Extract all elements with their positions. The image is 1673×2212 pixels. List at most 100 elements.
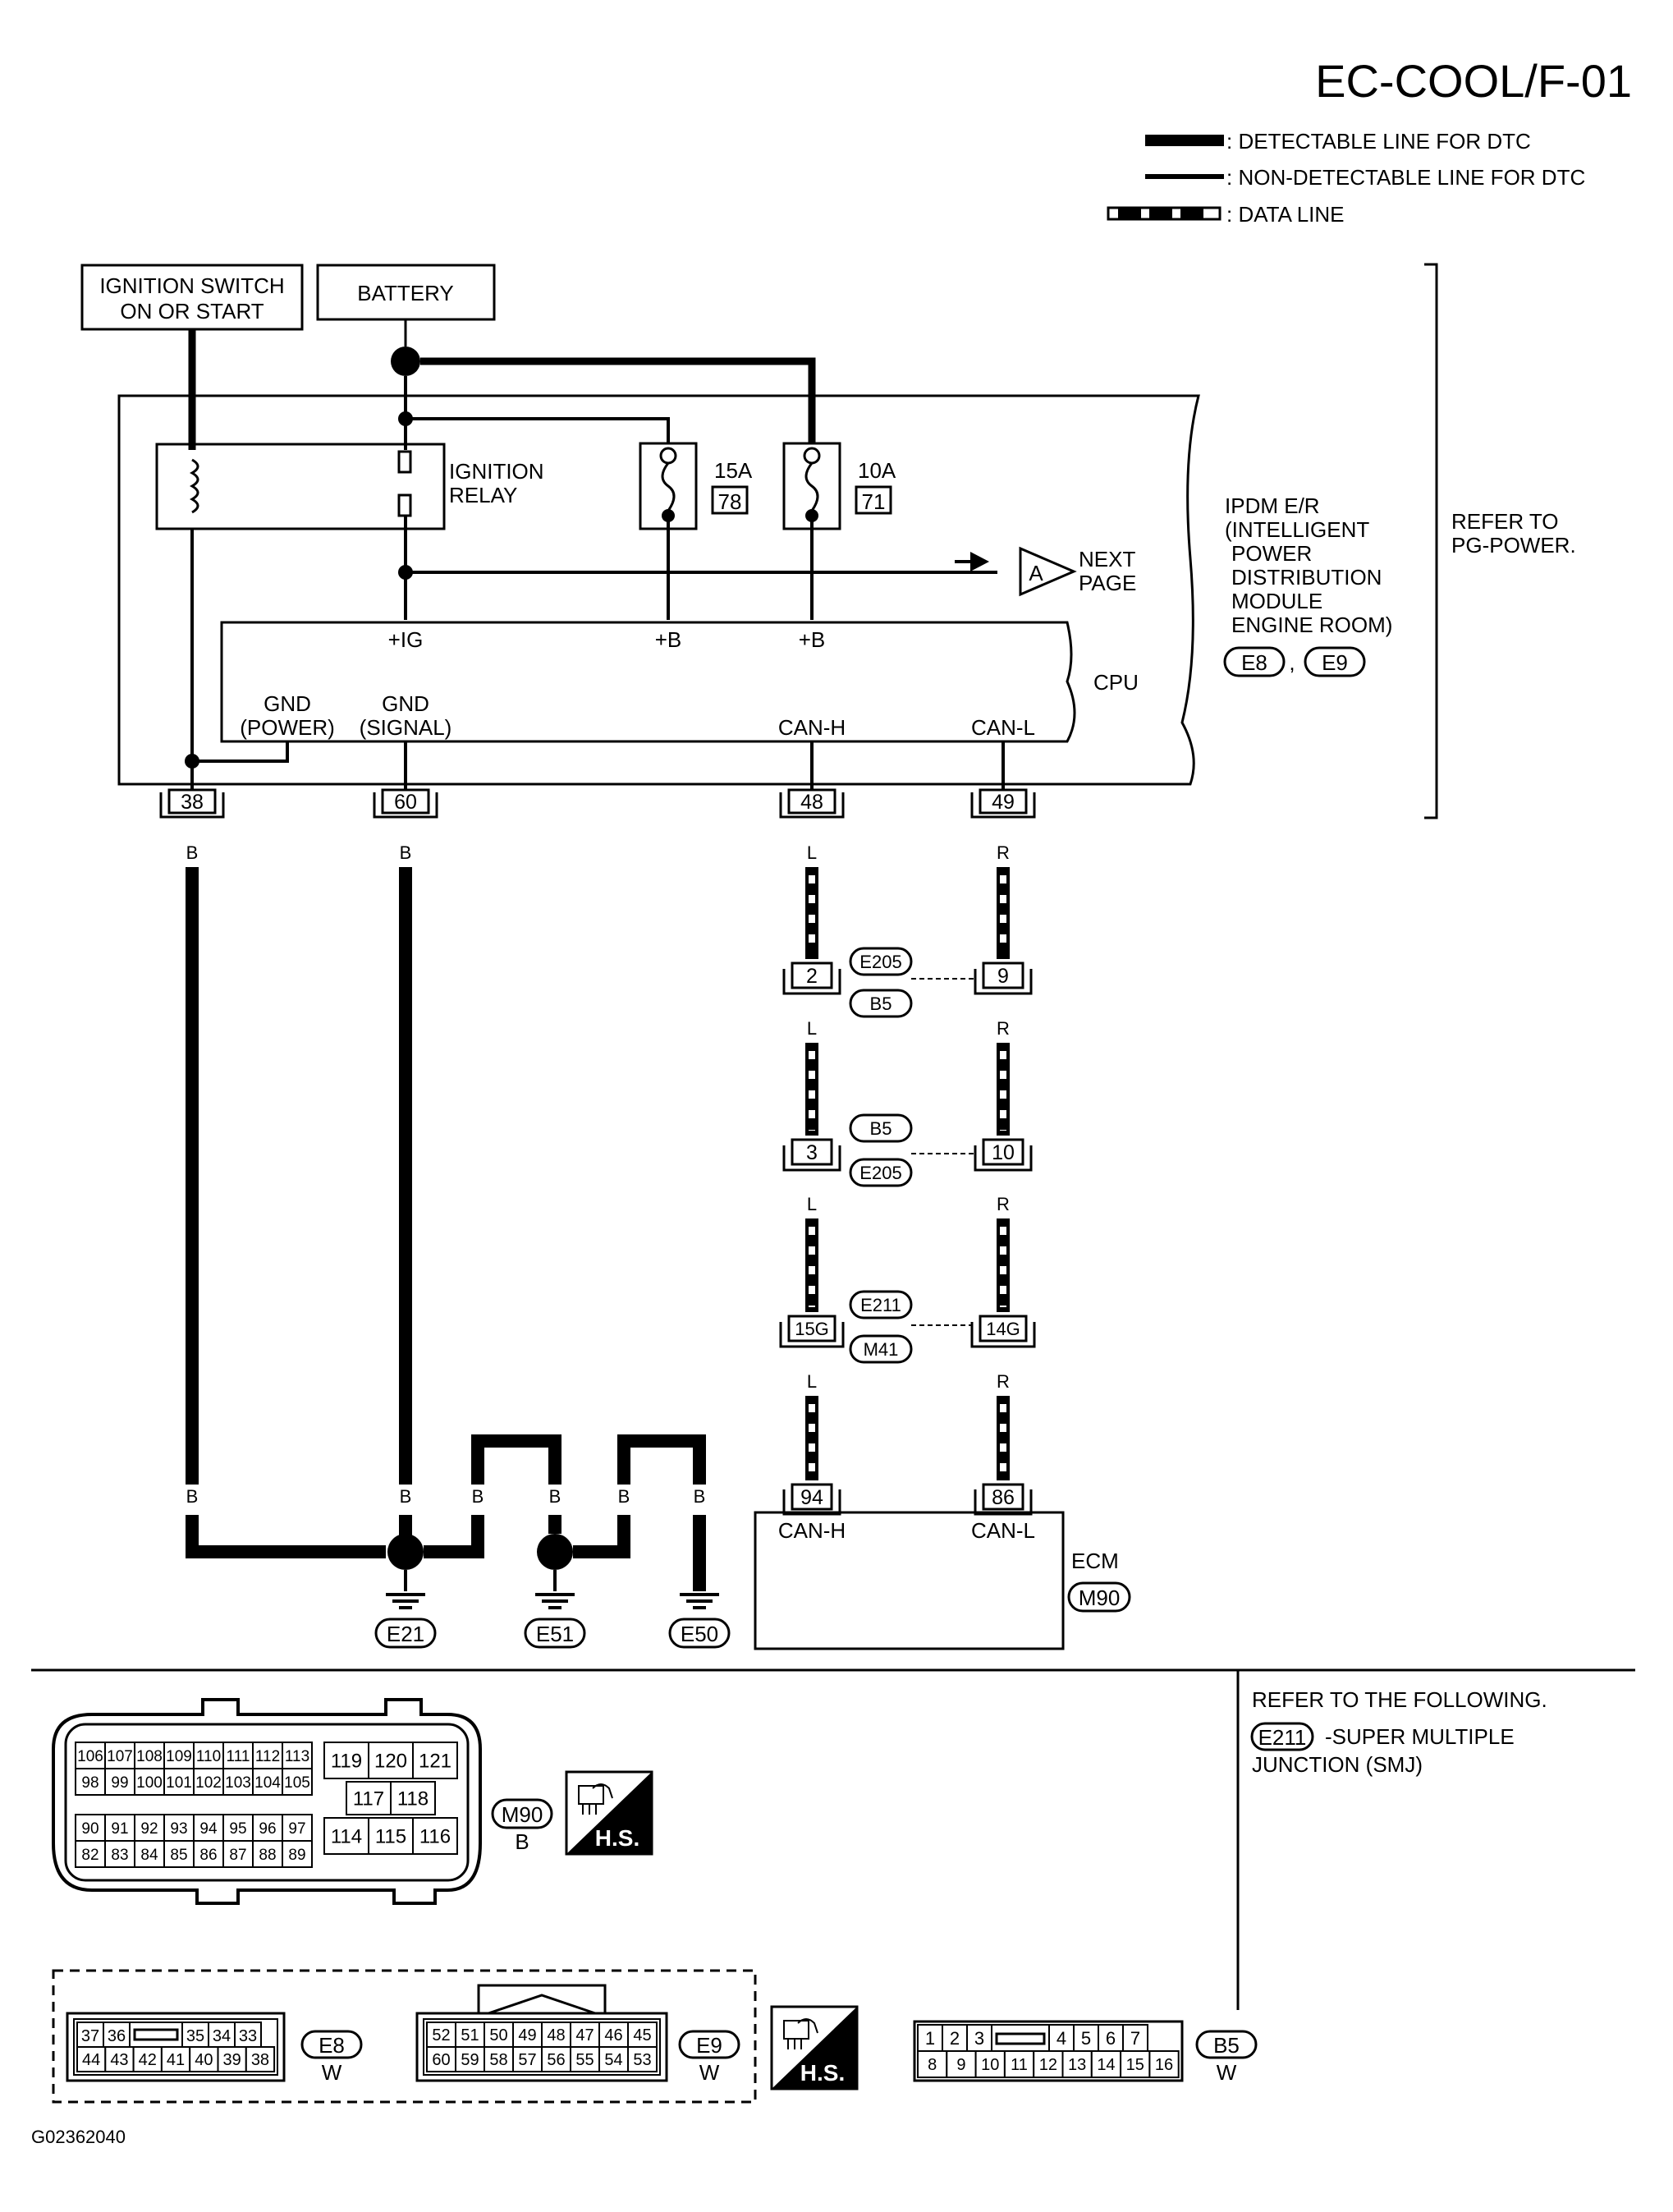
e8-pin-label: 40 [195, 2051, 213, 2069]
e8-pin-label: 35 [186, 2027, 204, 2045]
wire-color-48: L [807, 842, 817, 863]
ipdm-connector-e9: E9 [1322, 650, 1348, 675]
e8-pin [129, 2022, 183, 2048]
ipdm-pin-60-label: 60 [394, 791, 417, 814]
m90-pin-label: 91 [111, 1820, 128, 1838]
cpu-gnd-signal-1: GND [382, 691, 429, 716]
ignition-relay-label-1: IGNITION [449, 459, 544, 484]
e9-pin-label: 47 [575, 2026, 594, 2044]
m90-pin: 104 [252, 1768, 283, 1796]
b5-pin-label: 8 [928, 2056, 937, 2074]
e9-pin: 54 [598, 2046, 629, 2072]
b5-pin-label: 7 [1130, 2028, 1140, 2049]
wire-color-49: R [997, 842, 1010, 863]
b5-pin-label: 5 [1081, 2028, 1091, 2049]
e8-pin: 35 [181, 2022, 209, 2048]
m90-pin: 89 [282, 1840, 313, 1868]
e8-color: W [322, 2060, 342, 2085]
m90-pin-label: 120 [374, 1751, 407, 1773]
e8-pin-label: 39 [223, 2051, 241, 2069]
m90-pin: 84 [134, 1840, 165, 1868]
e8-pin-label: 36 [108, 2027, 126, 2045]
m90-pin: 99 [104, 1768, 135, 1796]
ipdm-name-1: (INTELLIGENT [1225, 517, 1369, 542]
ipdm-connector-separator: , [1289, 650, 1295, 675]
ecm-pin-94: 94 [782, 1483, 841, 1516]
junction-2-left-pin: 3 [806, 1141, 818, 1164]
b5-pin: 1 [917, 2024, 943, 2052]
ipdm-bracket [1424, 263, 1438, 819]
b5-pin: 14 [1090, 2050, 1122, 2078]
ipdm-name-block: IPDM E/R (INTELLIGENT POWER DISTRIBUTION… [1223, 493, 1392, 677]
e9-pin: 48 [541, 2022, 571, 2048]
b5-pin: 9 [946, 2050, 977, 2078]
b5-pin-label: 9 [956, 2056, 965, 2074]
b5-pin: 15 [1120, 2050, 1151, 2078]
figure-id: G02362040 [31, 2127, 126, 2147]
e9-pin: 57 [512, 2046, 543, 2072]
m90-pin: 87 [222, 1840, 254, 1868]
m90-pin: 111 [222, 1742, 254, 1769]
b5-pin: 12 [1033, 2050, 1064, 2078]
ipdm-pin-38: 38 [159, 788, 225, 819]
m90-pin: 96 [252, 1814, 283, 1842]
m90-pin-label: 95 [229, 1820, 246, 1838]
m90-pin-label: 113 [285, 1748, 309, 1765]
m90-pin: 91 [104, 1814, 135, 1842]
b5-pin-label: 1 [925, 2028, 935, 2049]
junction-1-left-pin: 2 [806, 965, 818, 988]
b5-pin-label: 15 [1126, 2056, 1144, 2074]
cpu-b1-label: +B [655, 627, 682, 652]
m90-pin-label: 101 [166, 1774, 192, 1792]
ecm-can-l-label: CAN-L [971, 1518, 1035, 1543]
ignition-switch-box [80, 264, 304, 331]
m90-pin: 120 [368, 1742, 414, 1779]
e8-pin-label: 41 [167, 2051, 185, 2069]
m90-pin: 94 [193, 1814, 224, 1842]
wire-color-l-2: L [807, 1018, 817, 1039]
refer-following-line3: JUNCTION (SMJ) [1252, 1752, 1423, 1777]
m90-pin: 121 [412, 1742, 458, 1779]
b5-pin-label: 13 [1068, 2056, 1086, 2074]
m90-pin-label: 96 [259, 1820, 276, 1838]
e8-pin: 44 [76, 2046, 107, 2072]
battery-box [316, 264, 496, 321]
m90-pin-label: 92 [140, 1820, 158, 1838]
ecm-pin-86-label: 86 [992, 1486, 1015, 1509]
e8-pin: 37 [76, 2022, 104, 2048]
m90-pin-label: 109 [166, 1748, 192, 1765]
hs-label-2: H.S. [800, 2060, 845, 2086]
junction-1-right-pin: 9 [997, 965, 1009, 988]
m90-pin-label: 94 [199, 1820, 218, 1838]
e9-pin: 58 [484, 2046, 514, 2072]
fuse-71-icon [804, 462, 819, 512]
e9-pin: 52 [426, 2022, 456, 2048]
e9-pin: 50 [484, 2022, 514, 2048]
m90-pin-label: 98 [81, 1774, 99, 1792]
ground-symbol-e51: E51 [524, 1570, 586, 1649]
b5-pin: 3 [966, 2024, 992, 2052]
junction-3: 15G 14G E211 M41 [779, 1290, 1036, 1364]
e9-pin-label: 60 [432, 2051, 450, 2069]
m90-pin-label: 114 [331, 1826, 362, 1848]
battery-label: BATTERY [357, 281, 454, 305]
e8-pin: 33 [234, 2022, 262, 2048]
junction-2-top: B5 [870, 1118, 892, 1139]
ground-e50-label: E50 [681, 1622, 718, 1646]
e9-pin-label: 45 [633, 2026, 651, 2044]
refer-following-line2: -SUPER MULTIPLE [1325, 1724, 1515, 1749]
m90-pin-label: 85 [170, 1847, 187, 1864]
m90-id: M90 [502, 1802, 543, 1827]
ecm-pin-94-label: 94 [800, 1486, 823, 1509]
wire-color-r-2: R [997, 1018, 1010, 1039]
cpu-gnd-signal-2: (SIGNAL) [360, 715, 452, 740]
m90-pin: 90 [75, 1814, 106, 1842]
ground-symbol-e21: E21 [374, 1570, 437, 1649]
wire-color-j1b: B [549, 1486, 561, 1507]
connector-hand-icon [783, 2018, 818, 2049]
b5-pin-label: 16 [1155, 2056, 1173, 2074]
fuse-71-number: 71 [862, 489, 886, 514]
